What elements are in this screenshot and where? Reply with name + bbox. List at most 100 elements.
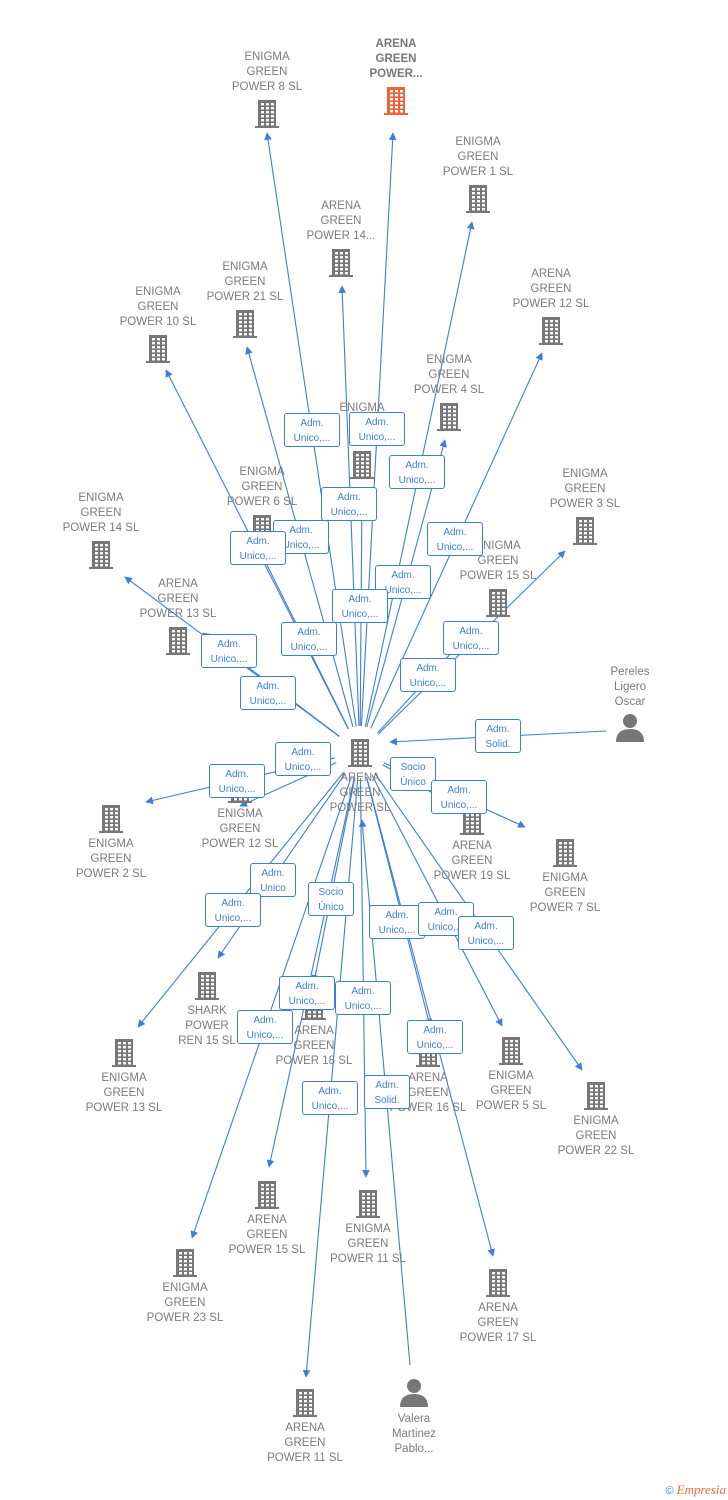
brand-logo[interactable]: Empresia <box>676 1482 726 1497</box>
relation-label[interactable]: Adm.Unico,... <box>275 742 331 776</box>
building-icon[interactable] <box>539 317 563 345</box>
relation-label[interactable]: Adm.Solid. <box>364 1075 410 1109</box>
building-icon[interactable] <box>146 335 170 363</box>
building-icon[interactable] <box>573 517 597 545</box>
relation-label[interactable]: Adm.Unico,... <box>279 976 335 1010</box>
relation-label[interactable]: Adm.Unico,... <box>321 487 377 521</box>
building-icon[interactable] <box>112 1039 136 1067</box>
relation-label[interactable]: Adm.Unico <box>250 863 296 897</box>
relation-label[interactable]: Adm.Unico,... <box>209 764 265 798</box>
building-icon[interactable] <box>173 1249 197 1277</box>
relation-label[interactable]: Adm.Unico,... <box>349 412 405 446</box>
building-icon[interactable] <box>166 627 190 655</box>
building-icon[interactable] <box>466 185 490 213</box>
relation-label[interactable]: Adm.Unico,... <box>389 455 445 489</box>
relation-label[interactable]: Adm.Unico,... <box>240 676 296 710</box>
building-icon[interactable] <box>486 589 510 617</box>
relation-label[interactable]: Adm.Unico,... <box>431 780 487 814</box>
relation-label-line: Unico,... <box>282 540 320 551</box>
relation-label[interactable]: Adm.Unico,... <box>281 622 337 656</box>
node-label-line: GREEN <box>284 1437 326 1449</box>
relation-label[interactable]: Adm.Unico,... <box>443 621 499 655</box>
relation-label[interactable]: Adm.Unico,... <box>335 981 391 1015</box>
relation-label-line: Adm. <box>225 769 249 780</box>
building-icon[interactable] <box>437 403 461 431</box>
building-icon[interactable] <box>486 1269 510 1297</box>
building-icon[interactable] <box>356 1190 380 1218</box>
node-label-line: GREEN <box>137 301 179 313</box>
building-icon[interactable] <box>499 1037 523 1065</box>
node-label-line: POWER 12 SL <box>201 838 279 850</box>
relation-label-line: Unico,... <box>358 432 396 443</box>
relation-label[interactable]: Adm.Unico,... <box>302 1081 358 1115</box>
building-icon[interactable] <box>350 451 374 479</box>
node-label-line: POWER 23 SL <box>146 1312 224 1324</box>
person-icon[interactable] <box>616 714 644 742</box>
building-icon[interactable] <box>584 1082 608 1110</box>
relation-label[interactable]: Adm.Unico,... <box>230 531 286 565</box>
relation-label[interactable]: Adm.Unico,... <box>332 589 388 623</box>
relation-label[interactable]: Adm.Unico,... <box>205 893 261 927</box>
building-icon[interactable] <box>553 839 577 867</box>
relation-label[interactable]: Adm.Unico,... <box>369 905 425 939</box>
relation-label[interactable]: Adm.Unico,... <box>284 413 340 447</box>
relation-label[interactable]: Adm.Unico,... <box>201 634 257 668</box>
building-icon[interactable] <box>255 1181 279 1209</box>
building-icon[interactable] <box>255 100 279 128</box>
node-label-line: GREEN <box>428 369 470 381</box>
building-icon[interactable] <box>384 87 408 115</box>
node-label-line: GREEN <box>347 1238 389 1250</box>
building-icon[interactable] <box>195 972 219 1000</box>
building-icon[interactable] <box>348 739 372 767</box>
relation-label[interactable]: Adm.Solid. <box>475 719 521 753</box>
node-label-line: GREEN <box>246 66 288 78</box>
relation-label-line: Unico,... <box>378 925 416 936</box>
relation-label-line: Adm. <box>348 594 372 605</box>
building-icon[interactable] <box>293 1389 317 1417</box>
building-icon[interactable] <box>99 805 123 833</box>
building-icon[interactable] <box>233 310 257 338</box>
relation-label[interactable]: Adm.Unico,... <box>407 1020 463 1054</box>
building-icon[interactable] <box>89 541 113 569</box>
person-icon[interactable] <box>400 1379 428 1407</box>
building-icon[interactable] <box>460 807 484 835</box>
relation-label-line: Adm. <box>486 724 510 735</box>
relation-label[interactable]: Adm.Unico,... <box>237 1010 293 1044</box>
relation-label[interactable]: Adm.Unico,... <box>427 522 483 556</box>
relation-label[interactable]: Adm.Unico,... <box>458 916 514 950</box>
building-icon[interactable] <box>329 249 353 277</box>
relation-label[interactable]: Adm.Unico,... <box>400 658 456 692</box>
